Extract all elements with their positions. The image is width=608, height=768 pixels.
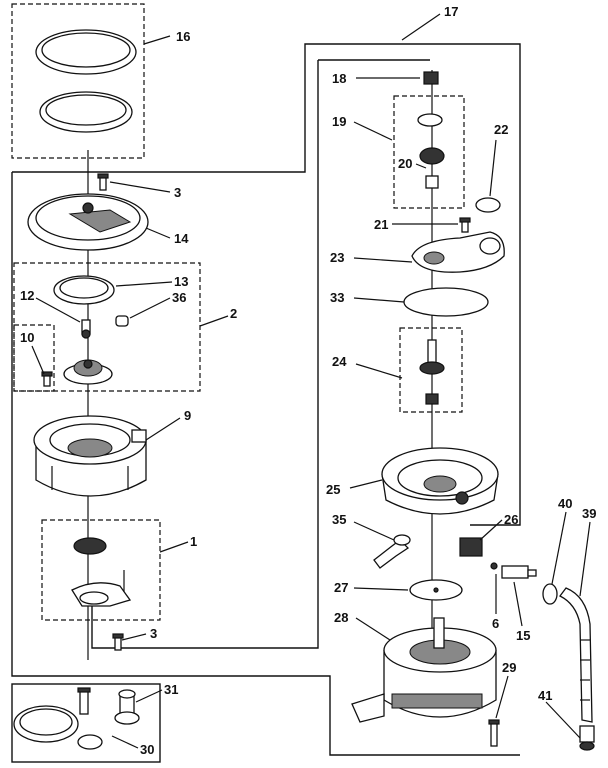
part-10-screw — [41, 371, 53, 387]
part-3-screw-top — [97, 173, 109, 191]
group-30-outline — [11, 683, 161, 763]
callout-36: 36 — [172, 290, 186, 305]
main-assembly-outline — [12, 43, 521, 526]
callout-29: 29 — [502, 660, 516, 675]
part-26-switch — [459, 537, 483, 557]
callout-9: 9 — [184, 408, 191, 423]
callout-26: 26 — [504, 512, 518, 527]
part-22-o-ring — [475, 197, 501, 213]
callout-19: 19 — [332, 114, 346, 129]
callout-13: 13 — [174, 274, 188, 289]
part-1-chopper — [71, 537, 132, 607]
part-33-gasket — [403, 287, 489, 317]
group-10-outline — [13, 324, 55, 392]
seal-kit-group-outline — [11, 3, 145, 159]
part-16-seal-ring — [35, 29, 137, 133]
callout-39: 39 — [582, 506, 596, 521]
part-27-disc — [409, 579, 463, 601]
part-23-seal-plate — [411, 231, 505, 273]
part-12-clip — [81, 319, 91, 339]
part-35-elbow — [373, 534, 411, 569]
pump-assembly-outline — [91, 60, 319, 649]
callout-41: 41 — [538, 688, 552, 703]
part-15-fitting — [490, 562, 537, 579]
part-14-cover — [27, 193, 149, 251]
callout-1: 1 — [190, 534, 197, 549]
part-29-screw — [488, 719, 500, 747]
part-18-nut — [423, 71, 439, 85]
callout-40: 40 — [558, 496, 572, 511]
part-31-insert — [114, 689, 140, 725]
callout-15: 15 — [516, 628, 530, 643]
callout-3-bottom: 3 — [150, 626, 157, 641]
callout-33: 33 — [330, 290, 344, 305]
callout-35: 35 — [332, 512, 346, 527]
callout-23: 23 — [330, 250, 344, 265]
part-25-pump-body — [381, 447, 499, 515]
callout-22: 22 — [494, 122, 508, 137]
group-24-outline — [399, 327, 463, 413]
callout-10: 10 — [20, 330, 34, 345]
callout-14: 14 — [174, 231, 189, 246]
callout-18: 18 — [332, 71, 346, 86]
callout-24: 24 — [332, 354, 347, 369]
callout-25: 25 — [326, 482, 340, 497]
callout-17: 17 — [444, 4, 458, 19]
leader-lines — [31, 13, 591, 749]
callout-30: 30 — [140, 742, 154, 757]
group-1-outline — [41, 519, 161, 621]
callout-6: 6 — [492, 616, 499, 631]
callout-27: 27 — [334, 580, 348, 595]
part-28-motor — [351, 617, 497, 723]
part-impeller — [63, 359, 113, 385]
part-19-washer — [417, 113, 445, 189]
part-30-ring-kit — [13, 687, 103, 750]
callout-21: 21 — [374, 217, 388, 232]
callout-12: 12 — [20, 288, 34, 303]
part-36-bushing — [115, 315, 129, 327]
callout-16: 16 — [176, 29, 190, 44]
group-19-outline — [393, 95, 465, 209]
callout-20: 20 — [398, 156, 412, 171]
part-21-screw — [459, 217, 471, 233]
part-3-screw-bottom — [112, 633, 124, 651]
part-40-clamp — [542, 583, 558, 605]
callout-2: 2 — [230, 306, 237, 321]
part-9-housing — [33, 415, 147, 497]
callout-3-top: 3 — [174, 185, 181, 200]
part-13-ring — [53, 275, 115, 305]
part-24-shaft — [419, 339, 445, 405]
callout-28: 28 — [334, 610, 348, 625]
callout-31: 31 — [164, 682, 178, 697]
part-41-hose-end — [579, 725, 595, 751]
part-39-hose — [559, 587, 593, 723]
